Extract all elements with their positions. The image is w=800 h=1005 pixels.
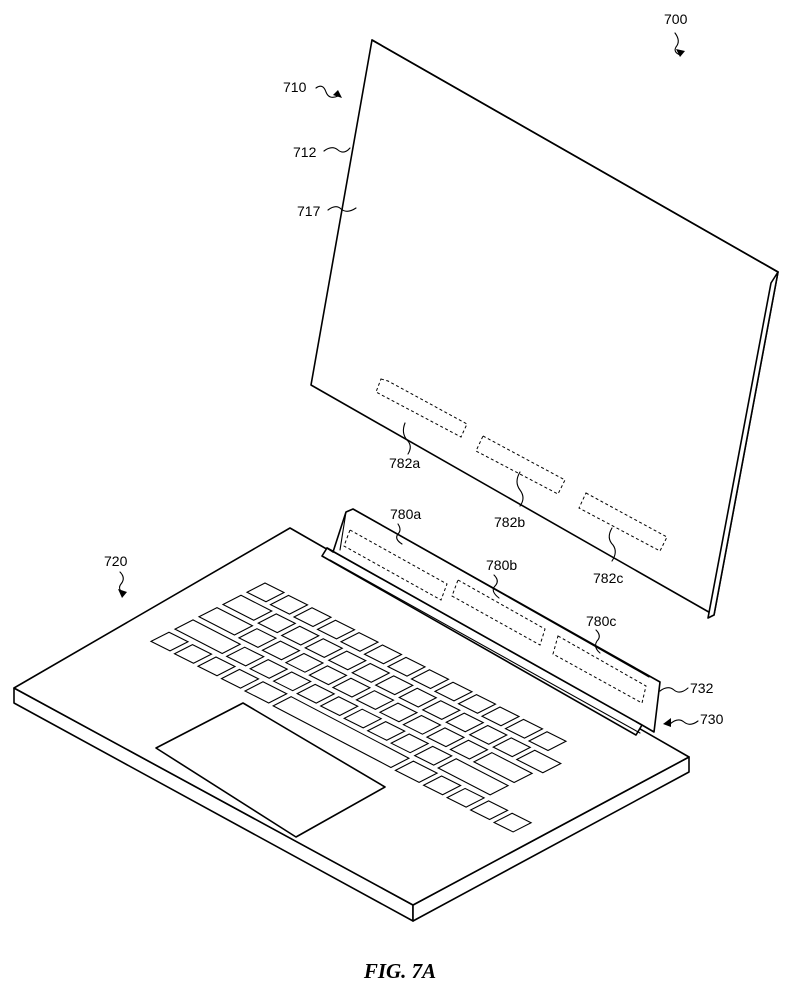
keyboard-key [292,607,333,628]
keyboard-key [280,625,320,646]
display-right-edge [707,271,779,619]
keyboard-key [269,594,309,615]
keyboard-key [366,720,406,741]
label-730: 730 [700,711,724,727]
hinge-assembly [321,508,661,736]
display-region-782c [578,492,668,552]
label-717: 717 [297,203,321,219]
keyboard-key [363,644,403,665]
label-780c: 780c [586,613,616,629]
keyboard-key [342,708,383,729]
keyboard-key [173,643,213,664]
keyboard-key [398,687,438,708]
keyboard-key [245,582,286,603]
keyboard-key [257,613,297,634]
display-region-782a [375,378,468,438]
keyboard-key [480,706,521,727]
keyboard-key [261,640,301,661]
keyboard-key [316,619,356,640]
keyboard-keys [149,582,568,833]
label-780b: 780b [486,557,517,573]
label-720: 720 [104,553,128,569]
keyboard-key [196,656,237,677]
keyboard-key [445,787,486,808]
keyboard-key [331,677,372,698]
keyboard-key [248,658,289,679]
figure-caption: FIG. 7A [363,959,436,983]
keyboard-key [197,606,254,636]
keyboard-key [243,681,288,704]
keyboard-key [389,733,430,754]
label-700: 700 [664,11,688,27]
label-780a: 780a [390,506,421,522]
base-region-780c [552,635,647,704]
label-732: 732 [690,680,714,696]
keyboard-key [220,668,260,689]
keyboard-key [472,752,534,784]
arrow-700 [676,49,685,57]
keyboard-key [515,749,563,774]
keyboard-key [284,652,325,673]
label-712: 712 [293,144,317,160]
keyboard-key [457,693,497,714]
arrow-730 [663,718,671,727]
keyboard-key [422,775,462,796]
arrow-710 [333,90,342,98]
keyboard-key [351,662,391,683]
keyboard-key [237,628,278,648]
keyboard-key [173,619,242,655]
keyboard-key [527,731,568,752]
hinge-support-732 [326,508,661,733]
arrow-720 [118,589,127,598]
display-unit [310,39,779,619]
keyboard-key [492,737,532,758]
keyboard-key [386,656,427,677]
keyboard-key [468,724,508,745]
keyboard-key [436,758,510,796]
keyboard-key [295,683,336,704]
label-782a: 782a [389,455,420,471]
base-region-780a [343,529,448,601]
keyboard-key [394,760,439,783]
trackpad [155,702,386,838]
keyboard-key [469,800,509,821]
keyboard-key [304,638,344,659]
label-782b: 782b [494,514,525,530]
keyboard-key [374,675,414,696]
keyboard-key [327,650,367,671]
keyboard-key [225,646,265,667]
keyboard-key [504,718,544,739]
keyboard-base [13,527,690,922]
keyboard-key [445,712,485,733]
keyboard-key [378,702,419,723]
keyboard-key [149,631,190,652]
keyboard-key [339,631,380,652]
leader-lines [118,32,699,727]
keyboard-key [402,714,442,735]
keyboard-key [425,727,466,748]
keyboard-key [492,812,533,833]
keyboard-key [413,745,453,766]
keyboard-key [308,665,348,686]
keyboard-key [433,681,474,702]
keyboard-key [355,690,395,710]
label-710: 710 [283,79,307,95]
keyboard-key [272,671,312,692]
keyboard-key [272,696,411,769]
display-region-782b [475,435,566,495]
base-region-780b [451,579,546,646]
reference-labels: 700 710 712 717 782a 782b 782c 780a 780b… [104,11,724,727]
keyboard-key [319,696,359,717]
keyboard-key [221,594,273,621]
label-782c: 782c [593,570,623,586]
keyboard-key [421,700,461,721]
keyboard-key [449,739,489,760]
keyboard-key [410,669,450,690]
